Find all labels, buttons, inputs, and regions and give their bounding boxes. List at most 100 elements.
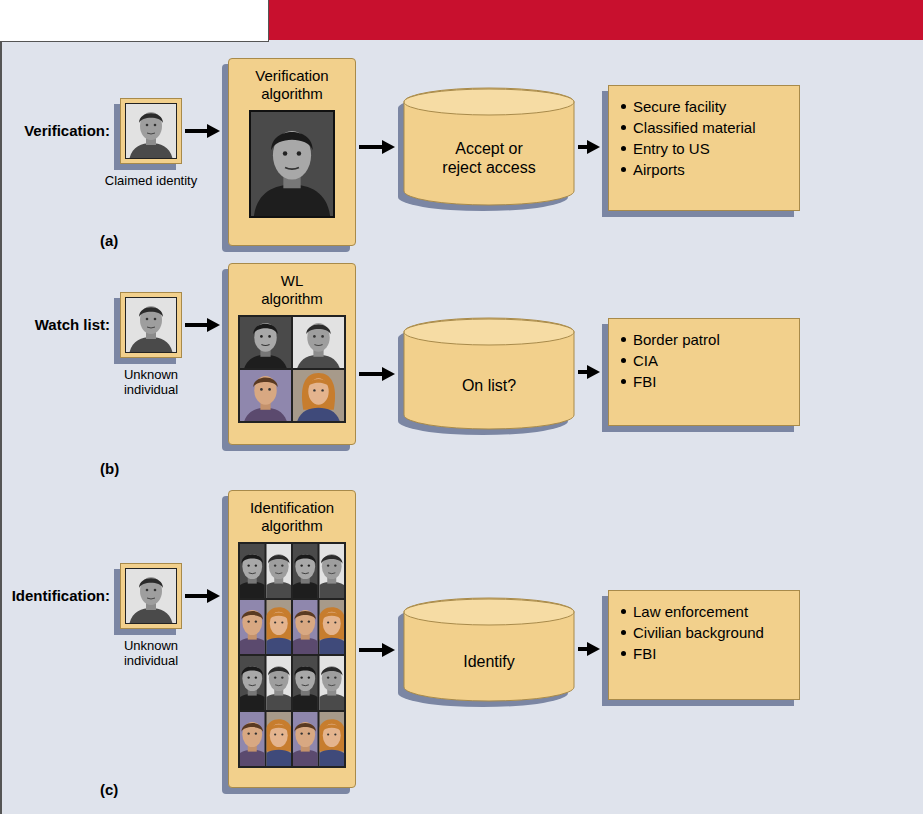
panel-tag-holder: (c) [100, 781, 118, 799]
bullet-item: FBI [621, 643, 789, 664]
bullet-dot [621, 337, 626, 342]
bullet-item: Airports [621, 159, 789, 180]
bullet-dot [621, 358, 626, 363]
bullet-dot [621, 104, 626, 109]
bullet-item: CIA [621, 350, 789, 371]
face-photo [125, 103, 177, 159]
cylinder-top [404, 319, 574, 345]
use-list-box: Border patrolCIAFBI [608, 318, 800, 426]
algorithm-title: WL algorithm [252, 272, 332, 308]
arrow-head [587, 365, 600, 379]
algorithm-title: Identification algorithm [237, 499, 347, 535]
frame-edge [0, 42, 2, 814]
header-tab [0, 0, 269, 42]
connector-arrow [359, 140, 395, 154]
algorithm-box: Verification algorithm [228, 58, 356, 246]
face-photo [125, 297, 177, 353]
bullet-dot [621, 651, 626, 656]
bullet-list: Law enforcementCivilian backgroundFBI [609, 591, 799, 674]
algorithm-box: WL algorithm [228, 263, 356, 445]
connector-line [359, 648, 384, 652]
connector-line [185, 129, 209, 133]
row-title-holder: Watch list: [35, 316, 110, 334]
bullet-item: Classified material [621, 117, 789, 138]
row-title-holder: Identification: [12, 587, 110, 605]
list-item-text: Civilian background [633, 622, 764, 643]
bullet-item: Border patrol [621, 329, 789, 350]
cylinder-top [404, 89, 574, 115]
bullet-item: Civilian background [621, 622, 789, 643]
cylinder-label-area: Identify [403, 598, 575, 702]
bullet-dot [621, 146, 626, 151]
database-cylinder: On list? [403, 318, 575, 430]
cylinder-label: On list? [462, 376, 516, 395]
photo-caption: Claimed identity [101, 173, 201, 188]
connector-arrow [578, 140, 600, 154]
bullet-list: Border patrolCIAFBI [609, 319, 799, 402]
bullet-item: Entry to US [621, 138, 789, 159]
connector-line [185, 323, 209, 327]
connector-arrow [185, 124, 220, 138]
arrow-head [382, 140, 395, 154]
arrow-head [382, 643, 395, 657]
cylinder-top [404, 599, 574, 625]
arrow-head [207, 318, 220, 332]
arrow-head [587, 140, 600, 154]
arrow-head [207, 589, 220, 603]
connector-line [359, 145, 384, 149]
cylinder-body [404, 598, 574, 701]
connector-arrow [578, 642, 600, 656]
cylinder-outline [403, 598, 575, 702]
photo-box: Unknown individual [120, 563, 182, 629]
bullet-list: Secure facilityClassified materialEntry … [609, 86, 799, 190]
cylinder-label-area: On list? [403, 318, 575, 430]
list-item-text: Airports [633, 159, 685, 180]
list-item-text: CIA [633, 350, 658, 371]
face-grid [238, 542, 346, 768]
list-item-text: Classified material [633, 117, 756, 138]
panel-tag: (c) [100, 781, 118, 798]
row-title: Identification: [12, 587, 110, 604]
face-photo [125, 568, 177, 624]
connector-line [359, 372, 384, 376]
header-bar [269, 0, 923, 40]
database-cylinder: Accept or reject access [403, 88, 575, 206]
row-title-holder: Verification: [24, 122, 110, 140]
use-list-box: Secure facilityClassified materialEntry … [608, 85, 800, 211]
bullet-item: Law enforcement [621, 601, 789, 622]
panel-tag-holder: (a) [100, 232, 118, 250]
face-photo [249, 110, 335, 218]
bullet-dot [621, 125, 626, 130]
algorithm-title: Verification algorithm [237, 67, 347, 103]
bullet-item: FBI [621, 371, 789, 392]
panel-tag: (b) [100, 460, 119, 477]
list-item-text: FBI [633, 371, 656, 392]
photo-caption: Unknown individual [101, 638, 201, 668]
connector-line [185, 594, 209, 598]
arrow-head [207, 124, 220, 138]
use-list-box: Law enforcementCivilian backgroundFBI [608, 590, 800, 700]
cylinder-label: Identify [463, 652, 515, 671]
connector-arrow [359, 367, 395, 381]
cylinder-label: Accept or reject access [437, 139, 542, 177]
list-item-text: FBI [633, 643, 656, 664]
connector-arrow [185, 318, 220, 332]
panel-tag-holder: (b) [100, 460, 119, 478]
database-cylinder: Identify [403, 598, 575, 702]
arrow-head [382, 367, 395, 381]
row-title: Watch list: [35, 316, 110, 333]
list-item-text: Border patrol [633, 329, 720, 350]
photo-box: Claimed identity [120, 98, 182, 164]
cylinder-label-area: Accept or reject access [403, 88, 575, 206]
cylinder-body [404, 88, 574, 205]
photo-box: Unknown individual [120, 292, 182, 358]
bullet-dot [621, 379, 626, 384]
face-grid [238, 315, 346, 423]
list-item-text: Entry to US [633, 138, 710, 159]
bullet-item: Secure facility [621, 96, 789, 117]
cylinder-outline [403, 318, 575, 430]
list-item-text: Law enforcement [633, 601, 748, 622]
connector-arrow [359, 643, 395, 657]
photo-caption: Unknown individual [101, 367, 201, 397]
